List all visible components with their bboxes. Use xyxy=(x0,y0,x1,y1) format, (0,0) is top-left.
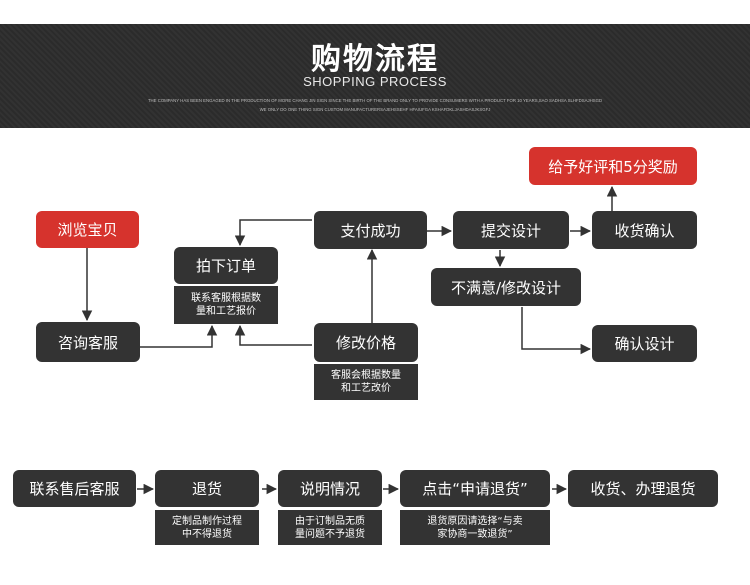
confirm-receipt-box: 收货确认 xyxy=(592,211,697,249)
page-subtitle: SHOPPING PROCESS xyxy=(303,74,447,89)
order-note-line-2: 量和工艺报价 xyxy=(196,306,256,317)
browse-box: 浏览宝贝 xyxy=(36,211,139,248)
return-box: 退货 xyxy=(155,470,259,507)
modify-note-line-1: 客服会根据数量 xyxy=(331,370,401,381)
order-note-line-1: 联系客服根据数 xyxy=(191,293,261,304)
contact-aftersales-box: 联系售后客服 xyxy=(13,470,136,507)
arrow-unsatisfied-confirm xyxy=(521,307,592,355)
consult-box: 咨询客服 xyxy=(36,322,140,362)
apply-return-note: 退货原因请选择“与卖 家协商一致退货” xyxy=(400,510,550,545)
header-fine-print-2: WE ONLY DO ONE THING SIGN CUSTOM MANUFAC… xyxy=(259,107,491,112)
modify-price-box: 修改价格 xyxy=(314,323,418,362)
confirm-design-box: 确认设计 xyxy=(592,325,697,362)
return-note: 定制品制作过程 中不得退货 xyxy=(155,510,259,545)
apply-return-box: 点击“申请退货” xyxy=(400,470,550,507)
finish-return-box: 收货、办理退货 xyxy=(568,470,718,507)
review-reward-box: 给予好评和5分奖励 xyxy=(529,147,697,185)
explain-box: 说明情况 xyxy=(278,470,382,507)
arrow-consult-order xyxy=(140,324,218,348)
return-note-line-1: 定制品制作过程 xyxy=(172,515,242,527)
order-note: 联系客服根据数 量和工艺报价 xyxy=(174,286,278,324)
order-box: 拍下订单 xyxy=(174,247,278,284)
page-title: 购物流程 xyxy=(311,42,439,77)
return-note-line-2: 中不得退货 xyxy=(182,528,232,540)
unsatisfied-box: 不满意/修改设计 xyxy=(431,268,581,306)
paid-box: 支付成功 xyxy=(314,211,427,249)
modify-price-note: 客服会根据数量 和工艺改价 xyxy=(314,364,418,400)
explain-note-line-1: 由于订制品无质 xyxy=(295,515,365,527)
arrow-paid-order xyxy=(234,219,312,247)
arrow-modify-order xyxy=(234,324,312,346)
apply-note-line-1: 退货原因请选择“与卖 xyxy=(427,515,523,527)
header-fine-print-1: THE COMPANY HAS BEEN ENGAGED IN THE PROD… xyxy=(147,98,603,103)
apply-note-line-2: 家协商一致退货” xyxy=(437,528,513,540)
explain-note-line-2: 量问题不予退货 xyxy=(295,528,365,540)
explain-note: 由于订制品无质 量问题不予退货 xyxy=(278,510,382,545)
submit-design-box: 提交设计 xyxy=(453,211,569,249)
modify-note-line-2: 和工艺改价 xyxy=(341,383,391,394)
header-banner: 购物流程 SHOPPING PROCESS THE COMPANY HAS BE… xyxy=(0,24,750,128)
